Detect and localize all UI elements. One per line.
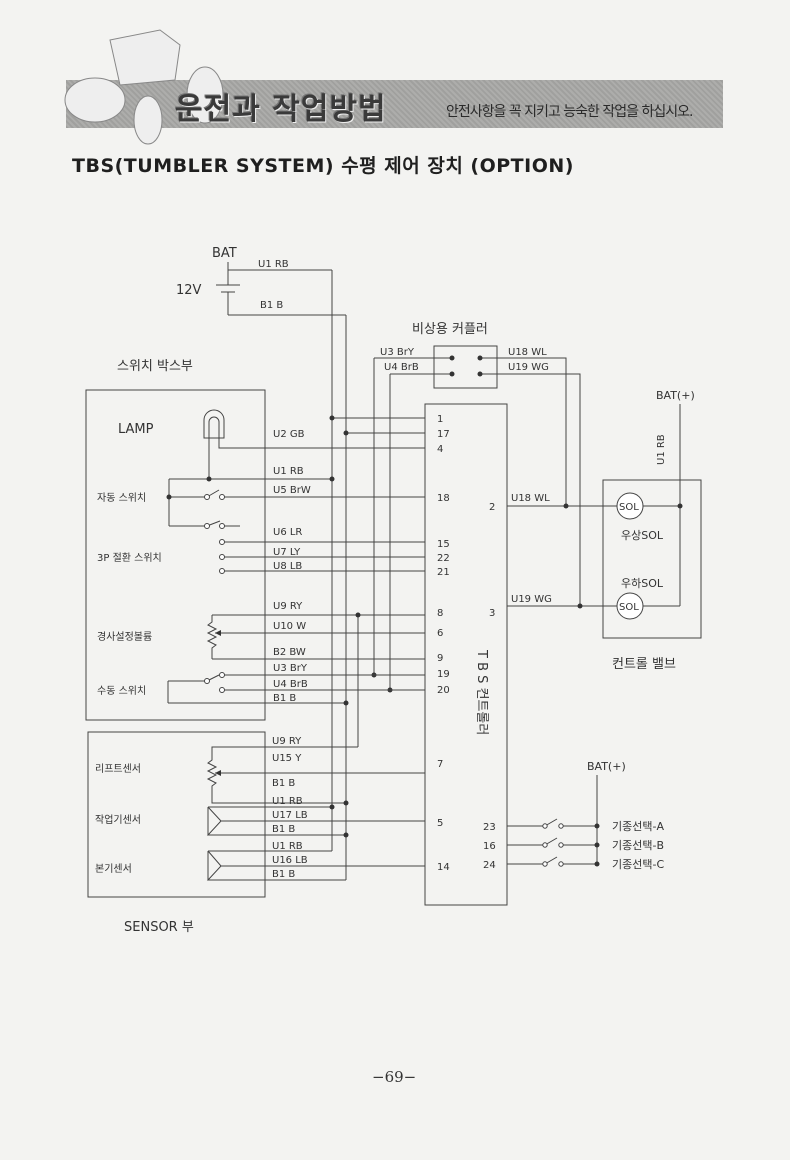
sol-label: SOL — [619, 602, 639, 613]
model-option-c: 기종선택-C — [612, 858, 664, 871]
pin-label: 1 — [437, 414, 443, 425]
pin-label: 5 — [437, 818, 443, 829]
section-heading: TBS(TUMBLER SYSTEM) 수평 제어 장치 (OPTION) — [72, 155, 574, 177]
valve-bat-label: BAT(+) — [656, 389, 695, 402]
wire-label: U10 W — [273, 621, 306, 632]
wire-label: U1 RB — [272, 796, 303, 807]
wire-label: B1 B — [272, 778, 295, 789]
switch-box-title: 스위치 박스부 — [117, 359, 193, 374]
solenoid-up-icon — [616, 492, 644, 520]
wire-label: U7 LY — [273, 547, 301, 558]
chapter-slogan: 안전사항을 꼭 지키고 능숙한 작업을 하십시오. — [446, 104, 693, 120]
wire-label: U3 BrY — [380, 347, 415, 358]
model-option-b: 기종선택-B — [612, 839, 664, 852]
pin-label: 3 — [489, 608, 495, 619]
pin-label: 24 — [483, 860, 496, 871]
model-option-a: 기종선택-A — [612, 820, 664, 833]
wire-label: U5 BrW — [273, 485, 311, 496]
body-sensor-label: 본기센서 — [95, 863, 132, 875]
switch-contacts — [204, 494, 225, 693]
controller-label: T B S 컨트롤러 — [474, 649, 489, 735]
pin-label: 17 — [437, 429, 450, 440]
wire-label: U6 LR — [273, 527, 302, 538]
control-valve: 컨트롤 밸브 BAT(+) U1 RB SOL SOL 우상SOL 우하SOL … — [507, 389, 702, 672]
pin-label: 2 — [489, 502, 495, 513]
mode-switch-label: 3P 절환 스위치 — [97, 551, 162, 564]
tilt-knob-label: 경사설정볼륨 — [97, 630, 152, 643]
pin-label: 15 — [437, 539, 450, 550]
switch-box: 스위치 박스부 LAMP 자동 스위치 3P 절환 스위치 경사설정볼륨 수동 … — [85, 359, 425, 721]
wire-label: B2 BW — [273, 647, 306, 658]
wire-label: U1 RB — [273, 466, 304, 477]
chapter-title: 운전과 작업방법 — [175, 92, 387, 127]
pin-label: 21 — [437, 567, 450, 578]
wire-label: U17 LB — [272, 810, 308, 821]
solenoid-down-icon — [616, 592, 644, 620]
page-number: −69− — [372, 1068, 417, 1086]
wire-label: B1 B — [260, 300, 283, 311]
sol-up-label: 우상SOL — [621, 529, 664, 542]
chapter-header-band — [66, 80, 723, 128]
sol-label: SOL — [619, 502, 639, 513]
body-sensor-icon — [206, 850, 425, 881]
pin-label: 18 — [437, 493, 450, 504]
pin-label: 6 — [437, 628, 443, 639]
sensor-box-title: SENSOR 부 — [124, 920, 194, 935]
emergency-coupler: 비상용 커플러 U3 BrY U4 BrB U18 WL U19 WG — [371, 322, 581, 693]
wire-label: U15 Y — [272, 753, 302, 764]
pin-label: 9 — [437, 653, 443, 664]
wire-label: U1 RB — [656, 434, 667, 465]
battery: BAT 12V U1 RB B1 B — [176, 246, 346, 316]
battery-voltage: 12V — [176, 283, 202, 298]
sol-down-label: 우하SOL — [621, 576, 664, 590]
battery-symbol — [216, 262, 346, 316]
auto-switch-label: 자동 스위치 — [97, 491, 146, 504]
manual-switch-label: 수동 스위치 — [97, 684, 146, 697]
model-select-switches: BAT(+) 기종선택-A 기종선택-B 기종선택-C — [507, 760, 664, 871]
wire-label: U3 BrY — [273, 663, 308, 674]
model-bat-label: BAT(+) — [587, 760, 626, 773]
valve-title: 컨트롤 밸브 — [612, 657, 676, 672]
wire-label: B1 B — [273, 693, 296, 704]
pin-label: 22 — [437, 553, 450, 564]
tbs-controller: T B S 컨트롤러 1 17 4 18 15 22 21 8 6 9 19 2… — [424, 403, 508, 906]
sensor-box: SENSOR 부 리프트센서 작업기센서 본기센서 U9 RY U15 Y B1… — [87, 731, 425, 935]
pin-label: 4 — [437, 444, 443, 455]
wire-label: U8 LB — [273, 561, 302, 572]
wire-label: U9 RY — [272, 736, 302, 747]
wire-label: U2 GB — [273, 429, 305, 440]
bus-wires — [331, 270, 391, 880]
pin-label: 23 — [483, 822, 496, 833]
pin-label: 20 — [437, 685, 450, 696]
lamp-icon — [203, 409, 225, 439]
battery-label: BAT — [212, 246, 237, 261]
wire-label: U18 WL — [508, 347, 547, 358]
wire-label: U16 LB — [272, 855, 308, 866]
wire-label: U1 RB — [272, 841, 303, 852]
wire-label: U1 RB — [258, 259, 289, 270]
wire-label: U9 RY — [273, 601, 303, 612]
wire-label: B1 B — [272, 869, 295, 880]
wire-label: U18 WL — [511, 493, 550, 504]
pin-label: 19 — [437, 669, 450, 680]
implement-sensor-icon — [206, 806, 425, 836]
lift-sensor-label: 리프트센서 — [95, 763, 141, 775]
pin-label: 14 — [437, 862, 450, 873]
wire-label: U4 BrB — [384, 362, 419, 373]
wire-label: U19 WG — [508, 362, 549, 373]
wire-label: U4 BrB — [273, 679, 308, 690]
switch-lever — [206, 489, 221, 682]
coupler-title: 비상용 커플러 — [412, 322, 488, 337]
pin-label: 16 — [483, 841, 496, 852]
pin-label: 7 — [437, 759, 443, 770]
implement-sensor-label: 작업기센서 — [95, 813, 141, 826]
wire-label: U19 WG — [511, 594, 552, 605]
potentiometer-icon — [206, 615, 218, 659]
lift-sensor-potentiometer — [206, 746, 425, 804]
lamp-label: LAMP — [118, 422, 154, 437]
wire-label: B1 B — [272, 824, 295, 835]
pin-label: 8 — [437, 608, 443, 619]
